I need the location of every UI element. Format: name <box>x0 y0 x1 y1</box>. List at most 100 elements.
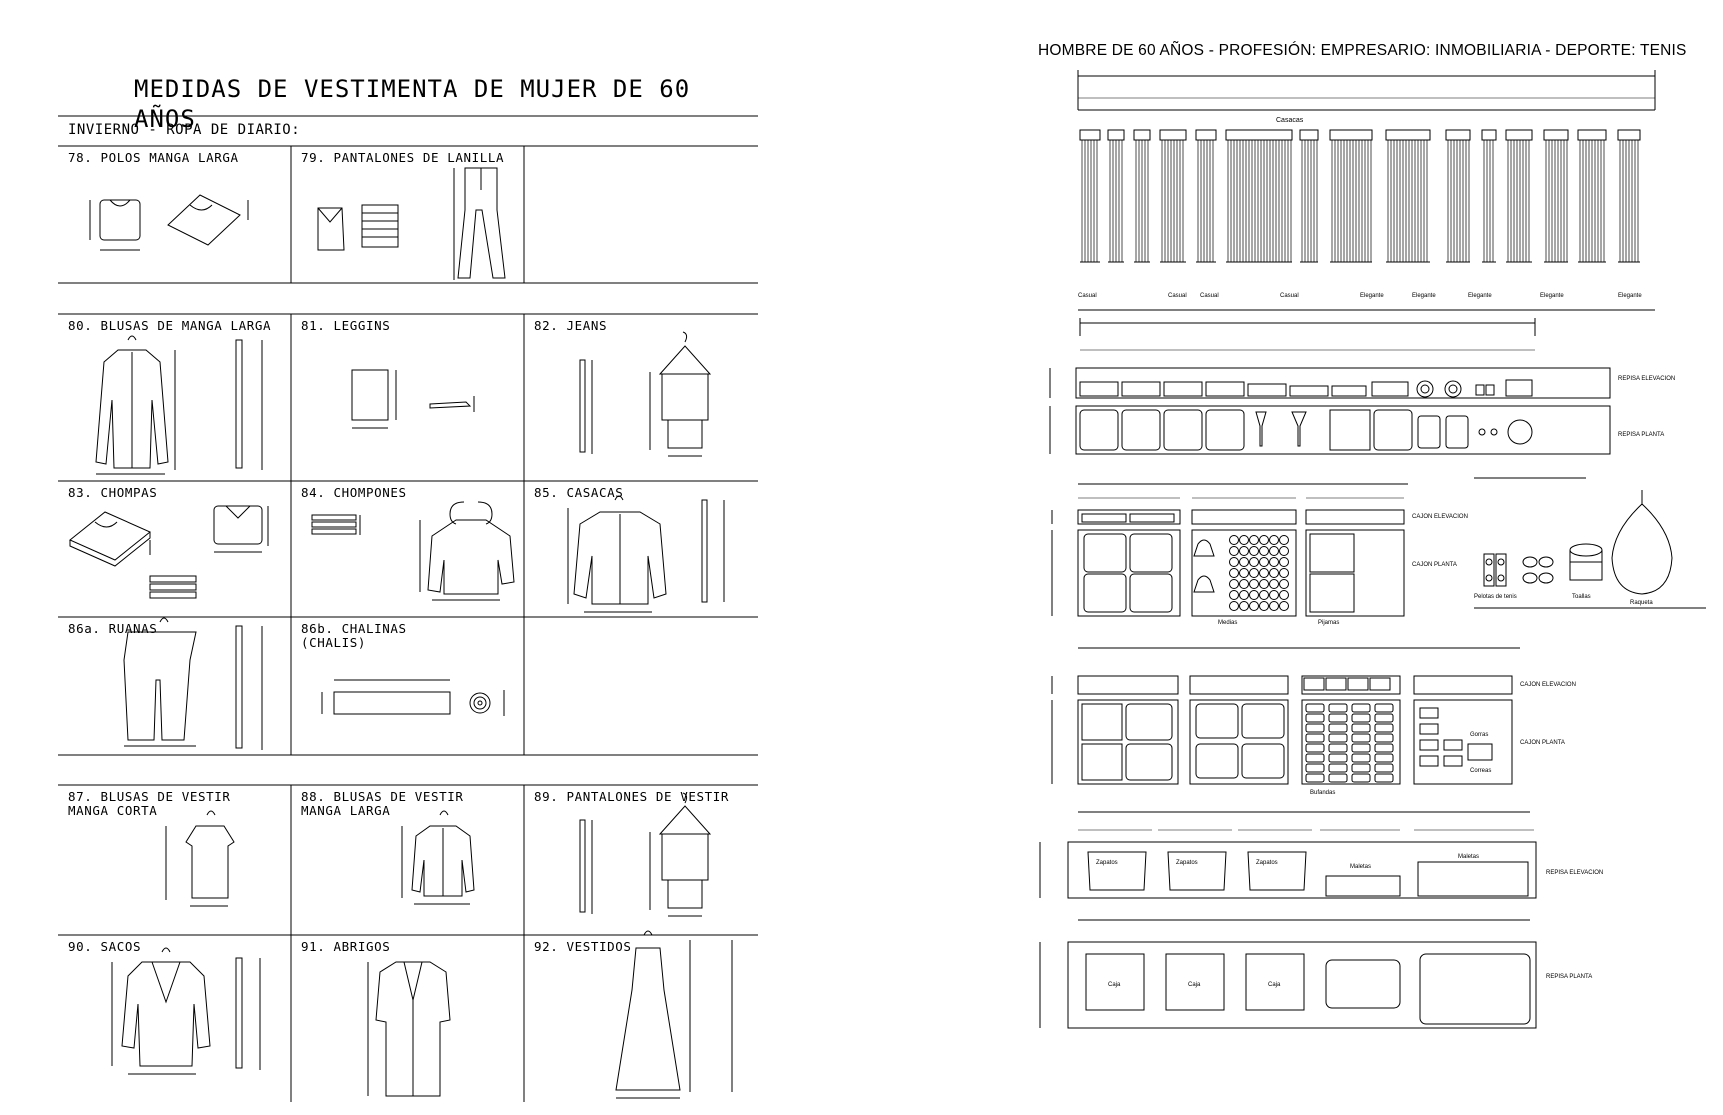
sock-roll <box>1259 590 1269 600</box>
label-cajon-planta-1: CAJON PLANTA <box>1412 562 1457 568</box>
label-caja-2: Caja <box>1188 982 1201 988</box>
label-elegante-2: Elegante <box>1412 293 1436 299</box>
sock-roll <box>1239 546 1249 556</box>
sock-roll <box>1269 557 1279 567</box>
leggins-side-icon <box>429 396 475 412</box>
sweater-pile-icon <box>149 575 197 599</box>
hanging-garment-11 <box>1481 129 1497 263</box>
scarf-fold <box>1328 713 1348 723</box>
blouse-long-sleeve-icon <box>95 335 176 475</box>
sock-roll <box>1259 601 1269 611</box>
sock-roll <box>1229 557 1239 567</box>
sock-roll <box>1279 535 1289 545</box>
sock-roll <box>1279 590 1289 600</box>
scarf-fold <box>1351 763 1371 773</box>
hanging-closet <box>1079 129 1641 263</box>
label-gorras: Gorras <box>1470 732 1488 738</box>
sock-roll <box>1249 568 1259 578</box>
scarf-fold <box>1328 743 1348 753</box>
cell-82-label: 82. JEANS <box>534 318 608 333</box>
sock-roll <box>1279 557 1289 567</box>
hanging-garment-10 <box>1445 129 1471 263</box>
hanging-garment-2 <box>1107 129 1125 263</box>
scarf-fold <box>1305 713 1325 723</box>
bufandas-grid <box>1305 703 1394 783</box>
scarf-folded-icon <box>321 679 451 715</box>
scarf-fold <box>1305 743 1325 753</box>
sock-roll <box>1269 601 1279 611</box>
hanging-garment-6 <box>1225 129 1293 263</box>
sock-roll <box>1249 601 1259 611</box>
label-cajon-elevacion-2: CAJON ELEVACION <box>1520 682 1576 688</box>
cell-86b-label: 86b. CHALINAS (CHALIS) <box>301 621 407 650</box>
label-maletas-2: Maletas <box>1458 854 1479 860</box>
label-cajon-elevacion-1: CAJON ELEVACION <box>1412 514 1468 520</box>
polo-folded-icon <box>89 199 141 251</box>
cell-89-label: 89. PANTALONES DE VESTIR <box>534 789 730 804</box>
scarf-fold <box>1305 733 1325 743</box>
sock-roll <box>1229 546 1239 556</box>
label-elegante-1: Elegante <box>1360 293 1384 299</box>
scarf-fold <box>1374 763 1394 773</box>
label-medias: Medias <box>1218 620 1237 626</box>
scarf-fold <box>1351 733 1371 743</box>
left-grid <box>58 115 758 1102</box>
ruana-side-icon <box>235 625 263 750</box>
scarf-fold <box>1328 763 1348 773</box>
sock-roll <box>1269 568 1279 578</box>
coat-icon <box>367 961 451 1097</box>
label-elegante-4: Elegante <box>1540 293 1564 299</box>
scarf-fold <box>1305 773 1325 783</box>
polo-stack-icon <box>167 194 249 246</box>
hanging-garment-9 <box>1385 129 1431 263</box>
hanging-garment-4 <box>1159 129 1187 263</box>
jeans-side-icon <box>579 359 593 454</box>
left-sheet-title: MEDIDAS DE VESTIMENTA DE MUJER DE 60 AÑO… <box>134 75 691 133</box>
scarf-fold <box>1374 703 1394 713</box>
cell-79-label: 79. PANTALONES DE LANILLA <box>301 150 505 165</box>
gorras-correas <box>1419 707 1493 767</box>
jacket-side-icon <box>701 499 725 603</box>
pants-hanging-icon <box>453 167 506 280</box>
sock-roll <box>1239 568 1249 578</box>
scarf-fold <box>1328 773 1348 783</box>
shelf-plan <box>1049 405 1611 455</box>
sock-roll <box>1239 557 1249 567</box>
sock-roll <box>1229 601 1239 611</box>
scarf-fold <box>1328 703 1348 713</box>
sock-roll <box>1229 579 1239 589</box>
closet-top-dimension <box>1077 70 1656 110</box>
cell-88-label: 88. BLUSAS DE VESTIR MANGA LARGA <box>301 789 464 818</box>
label-repisa-elevacion-2: REPISA ELEVACION <box>1546 870 1603 876</box>
cell-92-label: 92. VESTIDOS <box>534 939 632 954</box>
drawer-set-1 <box>1051 483 1408 617</box>
cell-83-label: 83. CHOMPAS <box>68 485 158 500</box>
scarf-fold <box>1351 713 1371 723</box>
label-caja-1: Caja <box>1108 982 1121 988</box>
jeans-hanging-icon <box>649 331 712 457</box>
drawer-set-2 <box>1051 647 1520 785</box>
scarf-fold <box>1374 723 1394 733</box>
sock-roll <box>1249 557 1259 567</box>
scarf-fold <box>1351 703 1371 713</box>
sock-roll <box>1259 546 1269 556</box>
scarf-fold <box>1374 733 1394 743</box>
scarf-fold <box>1305 703 1325 713</box>
sock-roll <box>1239 535 1249 545</box>
hanging-garment-14 <box>1577 129 1607 263</box>
cell-81-label: 81. LEGGINS <box>301 318 391 333</box>
sock-roll <box>1249 546 1259 556</box>
label-repisa-elevacion: REPISA ELEVACION <box>1618 376 1675 382</box>
label-elegante-5: Elegante <box>1618 293 1642 299</box>
sock-roll <box>1229 535 1239 545</box>
leggins-folded-icon <box>351 369 397 429</box>
label-toallas: Toallas <box>1572 594 1591 600</box>
sock-roll <box>1229 568 1239 578</box>
label-pelotas: Pelotas de tenis <box>1474 594 1517 600</box>
sock-roll <box>1239 601 1249 611</box>
blouse-folded-side-icon <box>235 339 263 470</box>
label-elegante-3: Elegante <box>1468 293 1492 299</box>
label-zapatos-1: Zapatos <box>1096 860 1118 866</box>
hoodie-icon <box>419 501 515 601</box>
scarf-fold <box>1328 753 1348 763</box>
